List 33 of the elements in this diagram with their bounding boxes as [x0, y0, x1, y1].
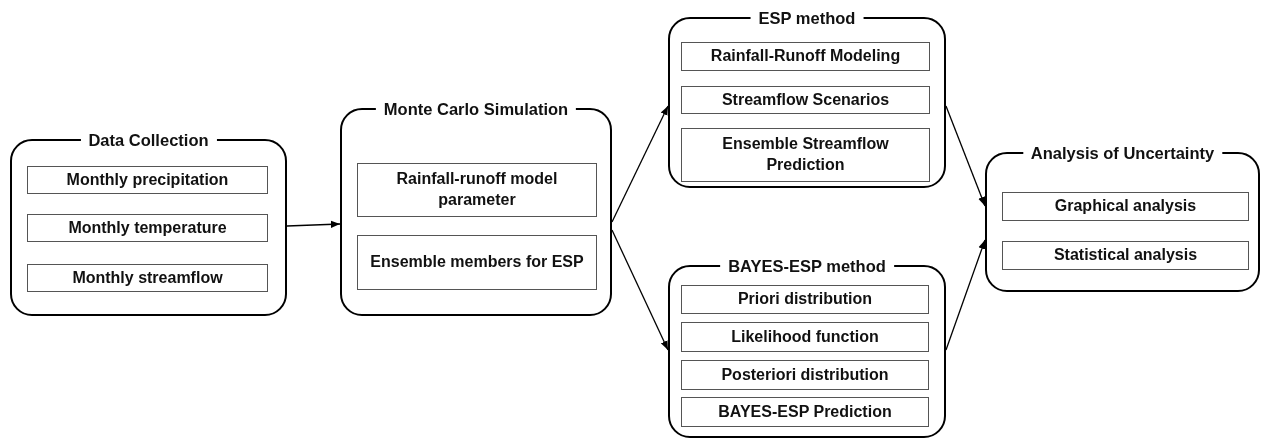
process-box	[681, 322, 929, 352]
box-label: Streamflow Scenarios	[721, 89, 890, 110]
process-box	[681, 128, 930, 182]
process-box	[681, 397, 929, 427]
process-box	[27, 264, 268, 292]
process-box	[681, 86, 930, 114]
box-label: BAYES-ESP Prediction	[718, 401, 892, 422]
process-box	[1002, 192, 1249, 221]
box-label: Statistical analysis	[1053, 245, 1198, 266]
arrow	[611, 105, 669, 223]
arrow	[611, 229, 669, 351]
process-box	[357, 163, 597, 217]
box-label: Likelihood function	[731, 326, 879, 347]
process-box	[681, 42, 930, 71]
process-box	[27, 214, 268, 242]
box-label: Monthly streamflow	[72, 267, 223, 288]
box-label: Ensemble members for ESP	[370, 252, 584, 273]
box-label: Rainfall-Runoff Modeling	[710, 46, 901, 67]
process-box	[681, 360, 929, 390]
arrow	[945, 239, 986, 351]
process-box	[27, 166, 268, 194]
box-label: Monthly precipitation	[66, 169, 229, 190]
process-box	[1002, 241, 1249, 270]
arrow	[945, 105, 986, 207]
arrow	[286, 220, 341, 228]
process-box	[681, 285, 929, 314]
process-box	[357, 235, 597, 290]
box-label: Monthly temperature	[68, 217, 227, 238]
box-label: Rainfall-runoff model parameter	[395, 169, 559, 210]
box-label: Posteriori distribution	[721, 364, 889, 385]
box-label: Priori distribution	[737, 289, 873, 310]
box-label: Ensemble Streamflow Prediction	[721, 134, 890, 175]
box-label: Graphical analysis	[1054, 196, 1197, 217]
